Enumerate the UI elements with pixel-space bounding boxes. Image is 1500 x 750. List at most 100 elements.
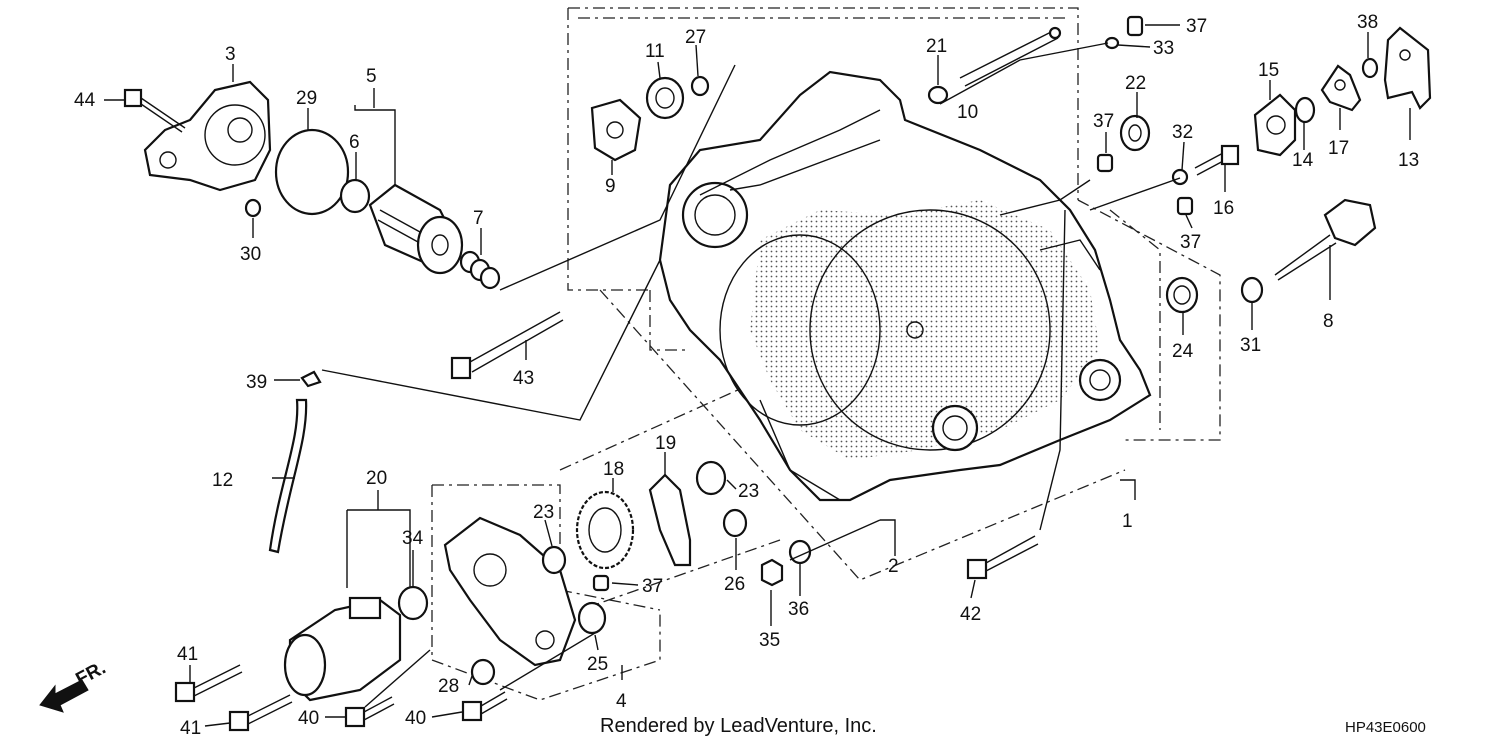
bolt-41-lower [228,694,293,732]
gear-18 [575,490,635,570]
callout: 24 [1172,341,1194,362]
callout: 34 [402,528,424,549]
dowel-37-low [1176,196,1194,216]
callout: 25 [587,654,608,675]
assembly-outlines [431,7,1221,701]
callout: 23 [533,502,554,523]
shaft-10 [959,26,1062,87]
callout: 41 [180,718,201,739]
plate-19 [648,473,692,567]
callout: 23 [738,481,759,502]
callout: 13 [1398,150,1419,171]
dowel-37-bottom [592,574,610,592]
bolt-43 [450,311,564,380]
oil-filter-cover [143,80,272,192]
dowel-37-mid [1096,153,1114,173]
callout: 22 [1125,73,1146,94]
diagram-code: HP43E0600 [1345,719,1426,736]
callout: 11 [645,41,665,62]
callout: 18 [603,459,624,480]
ring-26 [722,508,748,538]
callout: 2 [888,556,899,577]
bearing-23-left [541,545,567,575]
callout: 4 [616,691,627,712]
starter-motor-20 [283,596,402,702]
callout: 17 [1328,138,1349,159]
callout: 1 [1122,511,1133,532]
bolt-40-right [461,691,508,722]
callout: 38 [1357,12,1378,33]
dipstick-8 [1274,198,1377,281]
o-ring-34 [397,585,429,621]
part-9-retainer [590,98,642,162]
bolt-44 [123,88,186,133]
spring-14 [1294,96,1316,124]
callout: 41 [177,644,198,665]
washer-28 [470,658,496,686]
o-ring-38 [1361,57,1379,79]
callout: 31 [1240,335,1261,356]
seal-6 [339,178,371,214]
bolt-42 [966,535,1039,580]
callout: 43 [513,368,534,389]
callout: 29 [296,88,317,109]
gear-housing-4 [443,516,577,667]
bearing-23-right [695,460,727,496]
callout: 7 [473,208,484,229]
hose-12 [268,398,308,554]
callout-labels: 1 2 3 4 5 6 7 8 9 10 11 12 13 14 15 16 1… [74,12,1419,739]
seal-24 [1165,276,1199,314]
plate-13 [1383,26,1432,110]
bearing-25 [577,601,607,635]
spring-7 [459,250,501,290]
callout: 32 [1172,122,1193,143]
callout: 37 [1180,232,1201,253]
crankcase-cover [658,70,1152,502]
callout: 40 [405,708,426,729]
callout: 16 [1213,198,1234,219]
callout: 27 [685,27,706,48]
clip-39 [300,370,322,388]
o-ring-29 [274,128,350,216]
cap-15 [1253,93,1297,157]
bolt-41-upper [174,664,243,703]
callout: 30 [240,244,261,265]
callout: 5 [366,66,377,87]
callout: 37 [642,576,663,597]
callout: 3 [225,44,236,65]
callout: 12 [212,470,233,491]
callout: 26 [724,574,745,595]
callout: 10 [957,102,978,123]
bracket-17 [1320,64,1362,112]
oil-filter-5 [368,183,464,275]
callout: 20 [366,468,387,489]
washer-32 [1171,168,1189,186]
dowel-37-top [1126,15,1144,37]
callout: 40 [298,708,319,729]
callout: 14 [1292,150,1314,171]
part-11-seal [645,76,685,120]
callout: 28 [438,676,459,697]
washer-30 [244,198,262,218]
leader-lines [104,24,1411,727]
callout: 19 [655,433,676,454]
credit-text: Rendered by LeadVenture, Inc. [600,715,877,737]
callout: 36 [788,599,809,620]
callout: 37 [1186,16,1207,37]
bolt-40-left [344,696,395,728]
bolt-16 [1194,144,1240,176]
callout: 35 [759,630,780,651]
callout: 15 [1258,60,1279,81]
washer-21 [927,85,949,105]
callout: 39 [246,372,267,393]
callout: 44 [74,90,96,111]
callout: 9 [605,176,616,197]
callout: 37 [1093,111,1114,132]
callout: 33 [1153,38,1174,59]
callout: 42 [960,604,981,625]
front-direction-arrow: FR. [39,658,109,713]
bearing-22 [1119,114,1151,152]
o-ring-31 [1240,276,1264,304]
part-27-ring [690,75,710,97]
